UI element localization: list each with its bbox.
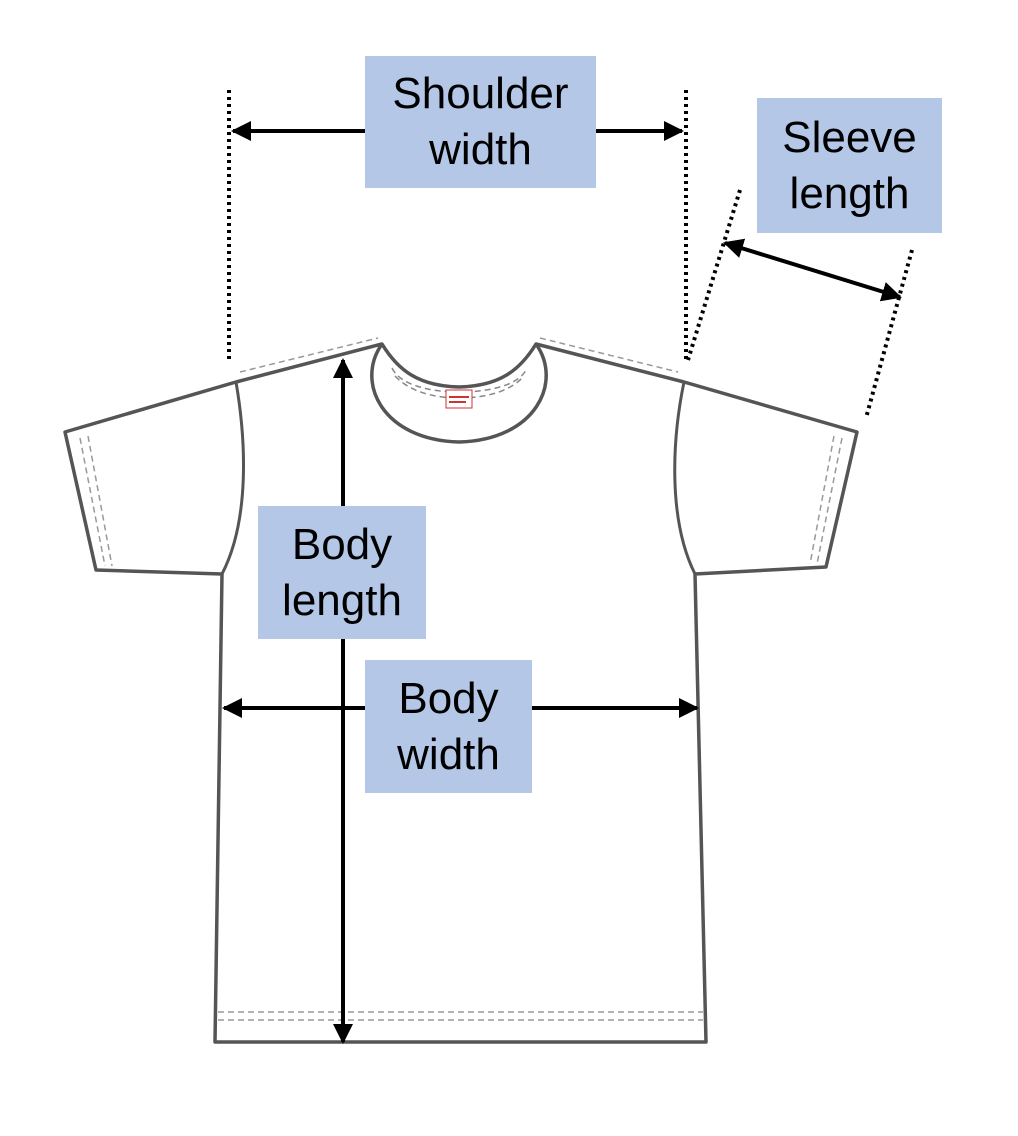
shoulder-width-label-line1: Shoulder: [392, 69, 569, 118]
shoulder-width-label: Shoulder width: [365, 56, 596, 188]
guide-lines: [227, 90, 914, 419]
sleeve-length-label-line2: length: [789, 168, 910, 218]
sleeve-length-label-line1: Sleeve: [782, 112, 917, 162]
collar: [370, 342, 548, 444]
body-length-label-line2: length: [282, 575, 402, 625]
sleeve-length-label: Sleeve length: [757, 98, 942, 233]
shoulder-width-label-line2: width: [429, 125, 532, 174]
body-width-label: Body width: [365, 660, 532, 793]
body-width-label-line2: width: [397, 729, 500, 779]
body-length-label-line1: Body: [291, 519, 393, 569]
brand-tag-icon: [445, 389, 473, 409]
body-length-label: Body length: [258, 506, 426, 639]
sleeve-length-arrow: [723, 238, 902, 302]
body-width-label-line1: Body: [398, 673, 499, 723]
